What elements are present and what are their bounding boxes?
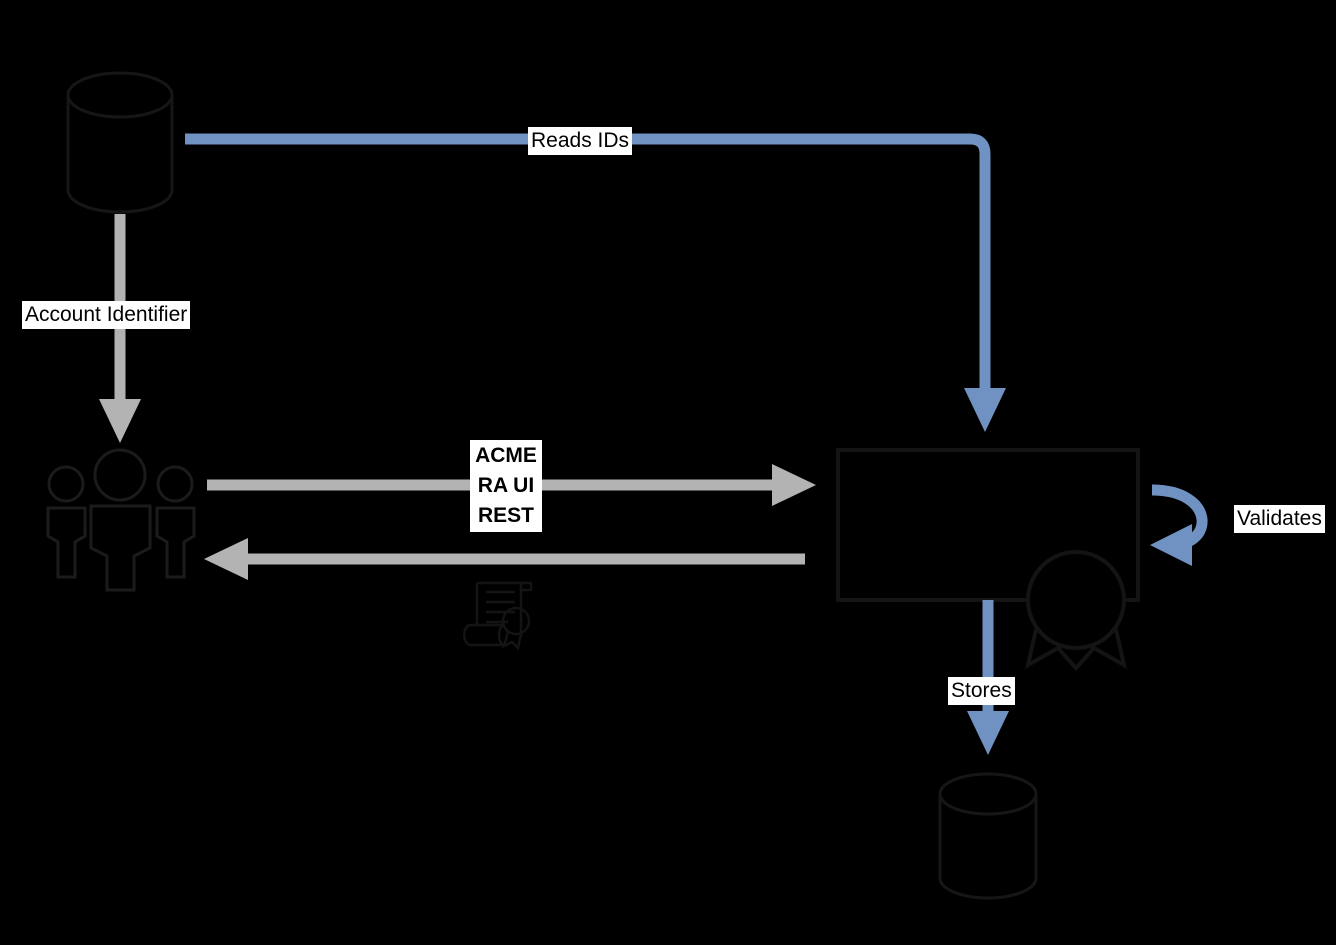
- edge-label-validates: Validates: [1234, 505, 1325, 533]
- target-database-cylinder[interactable]: [938, 772, 1038, 900]
- edge-label-stores: Stores: [948, 677, 1015, 705]
- certificate-seal-icon: [1025, 550, 1127, 671]
- acme-request-line-3: REST: [477, 504, 534, 527]
- certificate-scroll-icon: [463, 581, 533, 651]
- edge-label-acme-request: ACME RA UI REST: [470, 440, 542, 532]
- edge-label-reads-ids: Reads IDs: [528, 127, 633, 155]
- acme-request-line-1: ACME: [475, 444, 537, 467]
- edge-label-account-identifier: Account Identifier: [22, 301, 191, 329]
- edge-reads-ids-line[interactable]: [185, 133, 1006, 432]
- edge-validates-line[interactable]: [1150, 484, 1208, 566]
- edge-acme-response-line[interactable]: [204, 538, 805, 580]
- users-group-icon[interactable]: [46, 448, 196, 592]
- source-database-cylinder[interactable]: [66, 71, 174, 214]
- acme-request-line-2: RA UI: [477, 474, 535, 497]
